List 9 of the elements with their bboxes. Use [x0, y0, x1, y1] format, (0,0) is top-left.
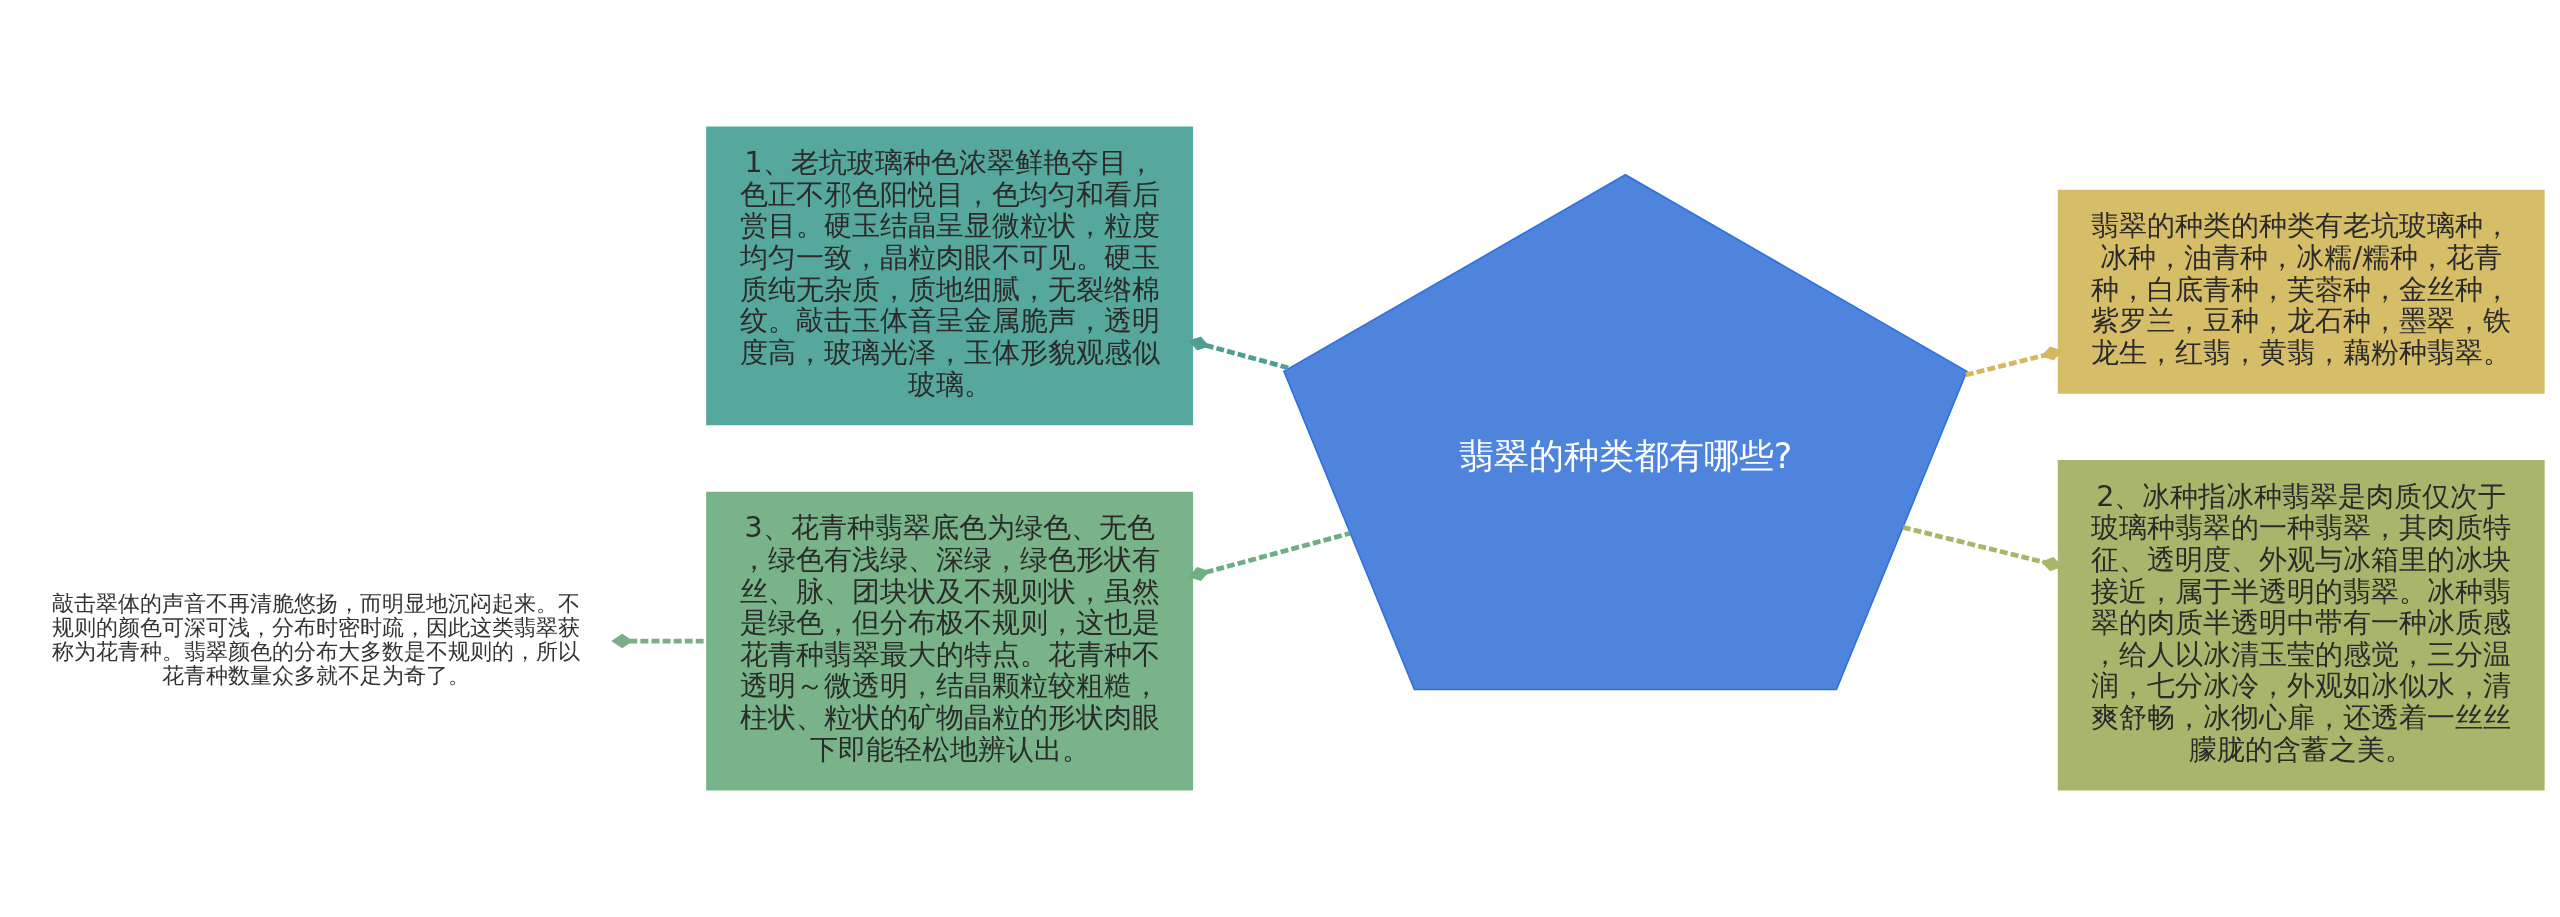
connector: [1188, 531, 1351, 582]
node-box: 翡翠的种类的种类有老坑玻璃种，冰种，油青种，冰糯/糯种，花青种，白底青种，芙蓉种，金丝种，紫罗兰，豆种，龙石种，墨翠，铁龙生，红翡，黄翡，藕粉种翡翠。: [2057, 189, 2545, 394]
connector: [611, 633, 707, 649]
connector: [1965, 346, 2063, 378]
node-box: 3、花青种翡翠底色为绿色、无色，绿色有浅绿、深绿，绿色形状有丝、脉、团块状及不规则状，虽然是绿色，但分布极不规则，这也是花青种翡翠最大的特点。花青种不透明～微透明，结晶颗粒较粗糙，柱状、粒状的矿物晶粒的形状肉眼下即能轻松地辨认出。: [706, 491, 1194, 791]
node-box: 1、老坑玻璃种色浓翠鲜艳夺目，色正不邪色阳悦目，色均匀和看后赏目。硬玉结晶呈显微粒状，粒度均匀一致，晶粒肉眼不可见。硬玉质纯无杂质，质地细腻，无裂绺棉纹。敲击玉体音呈金属脆声，透明度高，玻璃光泽，玉体形貌观感似玻璃。: [706, 126, 1194, 426]
node-text: 敲击翠体的声音不再清脆悠扬，而明显地沉闷起来。不规则的颜色可深可浅，分布时密时疏，因此这类翡翠获称为花青种。翡翠颜色的分布大多数是不规则的，所以花青种数量众多就不足为奇了。: [51, 590, 580, 688]
connector: [1188, 336, 1290, 371]
node-box: 2、冰种指冰种翡翠是肉质仅次于玻璃种翡翠的一种翡翠，其肉质特征、透明度、外观与冰箱里的冰块接近，属于半透明的翡翠。冰种翡翠的肉质半透明中带有一种冰质感，给人以冰清玉莹的感觉，三分温润，七分冰冷，外观如冰似水，清爽舒畅，冰彻心扉，还透着一丝丝朦胧的含蓄之美。: [2057, 460, 2545, 791]
